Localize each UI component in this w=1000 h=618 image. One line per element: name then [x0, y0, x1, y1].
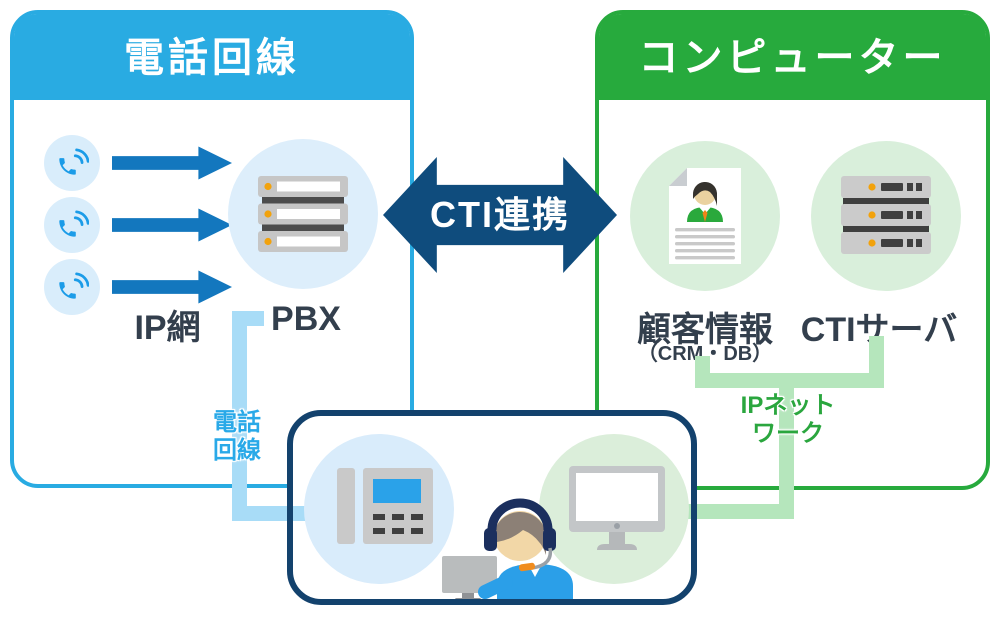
cti-server-icon [841, 176, 931, 254]
ip-network-label: IP網 [134, 309, 201, 347]
ip-network-connector-label: IPネット ワーク [740, 392, 836, 447]
cti-link-label: CTI連携 [430, 194, 570, 235]
computer-panel-title: コンピューター [599, 14, 986, 100]
phone-call-icon [59, 210, 89, 237]
desk-phone-icon [337, 468, 433, 544]
cti-link-arrow: CTI連携 [383, 157, 617, 273]
phone-call-icon [44, 197, 100, 253]
crm-db-label: （CRM・DB） [637, 343, 773, 365]
phone-call-icon [44, 135, 100, 191]
phone-line-connector [232, 506, 290, 521]
pbx-server-icon [258, 176, 348, 252]
customer-info-label: 顧客情報 [637, 311, 773, 349]
phone-line-connector-label: 電話 回線 [213, 409, 261, 464]
phone-call-icon [59, 272, 89, 299]
ip-network-connector [692, 504, 794, 519]
desktop-monitor-icon [569, 466, 665, 550]
customer-record-icon [669, 168, 741, 264]
phone-line-connector [232, 311, 247, 521]
phone-call-icon [44, 259, 100, 315]
phone-line-panel-title: 電話回線 [14, 14, 410, 100]
phone-call-icon [59, 148, 89, 175]
ip-network-connector [779, 373, 794, 519]
pbx-label: PBX [271, 300, 341, 338]
operator-headset-icon [442, 498, 573, 602]
